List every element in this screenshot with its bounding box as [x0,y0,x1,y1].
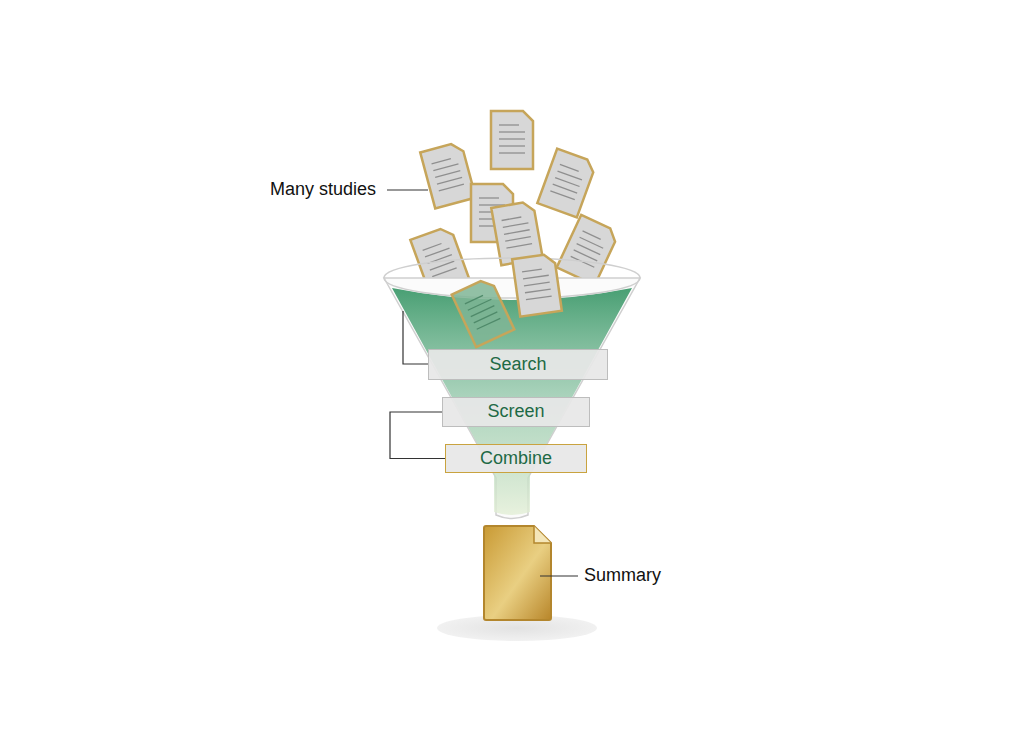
document-line [558,171,582,180]
document-line [502,217,522,220]
document-line [433,164,458,171]
document-line [439,184,464,191]
summary-fold [534,526,551,543]
document-sheet [537,149,596,218]
document-line [499,131,525,132]
summary-document [484,526,551,620]
process-box: Combine [445,444,587,473]
document-line [435,171,460,178]
document-line [477,318,501,329]
document-line [583,231,601,239]
bracket-line [403,311,428,364]
bracket-connector [390,412,445,459]
document-line [505,237,531,242]
document-line [523,275,549,279]
study-document [491,111,533,169]
document-line [465,295,483,303]
document-sheet [452,277,515,347]
step-label: Screen [487,402,544,422]
document-sheet [420,142,476,209]
document-line [526,296,552,300]
process-box: Screen [442,397,590,427]
leader-line [387,189,428,190]
document-line [503,223,529,228]
document-line [525,289,551,293]
document-line [550,191,574,200]
document-line [553,184,577,193]
document-line [524,282,550,286]
document-line [432,159,451,164]
study-document [420,142,476,209]
document-line [423,244,442,251]
study-document [452,277,515,347]
document-sheet [512,253,562,316]
document-line [499,138,525,139]
document-line [499,145,525,146]
document-line [437,177,462,184]
callout-label: Summary [584,566,661,586]
falling-documents [452,253,562,347]
document-line [432,268,456,277]
document-line [425,248,449,257]
document-line [504,230,530,235]
document-sheet [557,215,620,285]
step-label: Search [489,355,546,375]
process-box: Search [428,349,608,380]
document-line [506,244,532,249]
document-line [522,269,542,272]
document-line [560,164,579,171]
document-line [499,152,525,153]
study-document [557,215,620,285]
study-document [537,149,596,218]
step-label: Combine [480,449,552,469]
document-line [499,124,519,125]
leader-line [540,575,578,576]
study-document [512,253,562,316]
document-sheet [491,111,533,169]
callout-label: Many studies [270,180,376,200]
document-line [479,197,499,198]
funnel-body [384,278,640,519]
document-line [555,178,579,187]
